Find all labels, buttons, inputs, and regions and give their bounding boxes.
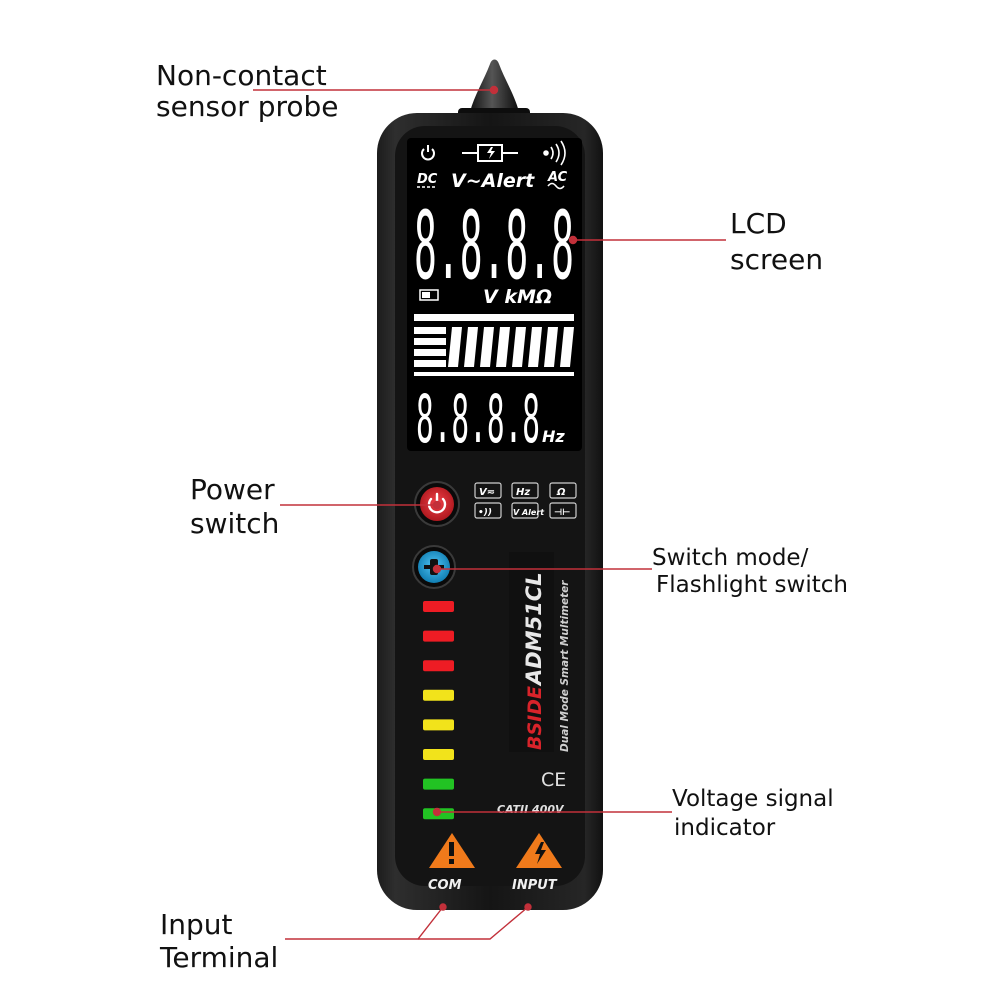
bargraph-segments: [414, 327, 574, 367]
callout-lcd-line2: screen: [730, 243, 824, 276]
callout-lcd: LCD screen: [730, 208, 823, 275]
voltage-led-1: [423, 601, 454, 612]
voltage-led-7: [423, 778, 454, 790]
voltage-led-5: [423, 719, 454, 731]
model-subtitle: Dual Mode Smart Multimeter: [559, 580, 571, 752]
model-name: ADM51CL: [522, 572, 546, 687]
cat-rating: CATII 400V: [497, 803, 565, 816]
lcd-units: V kMΩ: [483, 286, 552, 308]
mode-icon-ohm: Ω: [556, 487, 566, 498]
voltage-led-2: [423, 630, 454, 642]
buzzer-icon: [543, 140, 566, 166]
lcd-main-digits: 8.8.8.8: [414, 192, 574, 301]
callout-probe-line2: sensor probe: [156, 90, 339, 123]
callout-lines: [253, 85, 726, 940]
sensor-probe: [470, 59, 519, 112]
callout-lcd-line1: LCD: [730, 207, 787, 240]
power-icon: [421, 145, 435, 161]
lcd-alert-label: V~Alert: [451, 170, 535, 192]
lcd-leader-dot: [568, 235, 578, 245]
power-leader-dot: [432, 500, 442, 510]
callout-terminal: Input Terminal: [160, 909, 278, 973]
mode-icon-voltage: V≂: [479, 487, 495, 498]
voltage-led-4: [423, 689, 454, 701]
com-warning-icon: [429, 833, 475, 868]
voltage-led-3: [423, 660, 454, 672]
callout-voltage: Voltage signal indicator: [672, 786, 834, 842]
mode-icon-continuity: •)): [478, 508, 492, 518]
callout-terminal-line2: Terminal: [160, 941, 279, 974]
input-terminal-label: INPUT: [512, 878, 558, 893]
mode-icon-diode: ⊣⊢: [554, 508, 570, 518]
brand-name: BSIDE: [524, 686, 546, 750]
callout-voltage-line2: indicator: [674, 815, 776, 841]
callout-power-line1: Power: [190, 473, 275, 506]
lcd-hz-label: Hz: [542, 427, 565, 446]
probe-leader-dot: [489, 85, 499, 95]
voltage-indicator: [423, 601, 454, 820]
mode-icon-grid: [474, 482, 577, 519]
callout-mode-line2: Flashlight switch: [656, 572, 848, 598]
com-terminal-label: COM: [428, 878, 462, 893]
callout-mode: Switch mode/ Flashlight switch: [652, 545, 848, 599]
callout-voltage-line1: Voltage signal: [672, 786, 834, 812]
mode-leader-dot: [432, 564, 442, 574]
mode-icon-hz: Hz: [516, 487, 530, 498]
brand-strip: [509, 552, 554, 752]
callout-power-line2: switch: [190, 507, 280, 540]
lcd-bargraph: [414, 314, 574, 376]
callout-mode-line1: Switch mode/: [652, 545, 809, 571]
lcd-ac-label: AC: [547, 170, 568, 185]
lcd-ac-wave: [547, 182, 565, 190]
mode-icon-valert: V Alert: [513, 508, 545, 517]
input-leader-dot: [524, 903, 532, 911]
com-leader-dot: [439, 903, 447, 911]
input-warning-icon: [516, 833, 562, 868]
voltage-led-6: [423, 749, 454, 760]
ce-mark: CE: [541, 769, 566, 791]
terminal-leader: [285, 906, 444, 940]
callout-power: Power switch: [190, 474, 279, 539]
lcd-battery-fill: [422, 292, 430, 298]
callout-terminal-line1: Input: [160, 908, 233, 941]
terminal-leader-2: [418, 906, 529, 940]
lcd-sub-digits: 8.8.8.8: [416, 381, 540, 458]
callout-probe: Non-contact sensor probe: [156, 60, 339, 122]
callout-probe-line1: Non-contact: [156, 59, 327, 92]
battery-charge-icon: [462, 144, 518, 162]
voltage-leader-dot: [432, 807, 442, 817]
lcd-battery-icon: [419, 289, 439, 301]
lcd-dc-label: DC: [417, 172, 438, 187]
